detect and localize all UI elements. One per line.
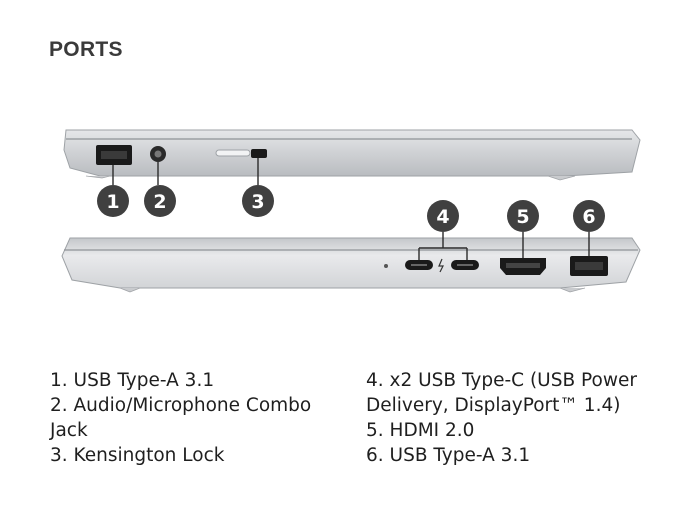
svg-text:4: 4 <box>436 206 449 228</box>
badge-1: 1 <box>97 185 129 217</box>
badge-4: 4 <box>427 200 459 232</box>
legend-item-6: 6. USB Type-A 3.1 <box>366 445 531 466</box>
legend-item-4-continued: Delivery, DisplayPort™ 1.4) <box>366 395 621 416</box>
kensington-lock-icon <box>251 149 267 158</box>
ports-legend-right: 4. x2 USB Type-C (USB Power Delivery, Di… <box>366 368 666 468</box>
page-title: PORTS <box>49 38 123 61</box>
legend-item-1: 1. USB Type-A 3.1 <box>50 370 215 391</box>
svg-text:5: 5 <box>516 206 529 228</box>
laptop-right-side <box>61 237 641 293</box>
badge-6: 6 <box>573 200 605 232</box>
legend-item-2-continued: Jack <box>50 420 88 441</box>
svg-text:6: 6 <box>582 206 595 228</box>
leader-lines <box>112 158 590 260</box>
badge-2: 2 <box>144 185 176 217</box>
thunderbolt-icon <box>438 258 444 273</box>
badge-5: 5 <box>507 200 539 232</box>
legend-item-5: 5. HDMI 2.0 <box>366 420 475 441</box>
svg-text:2: 2 <box>153 191 166 213</box>
legend-item-3: 3. Kensington Lock <box>50 445 225 466</box>
badge-3: 3 <box>242 185 274 217</box>
laptop-left-side <box>63 129 641 181</box>
legend-item-2: 2. Audio/Microphone Combo <box>50 395 312 416</box>
led-indicator <box>384 264 388 268</box>
svg-text:1: 1 <box>106 191 119 213</box>
vent-slot <box>215 149 251 157</box>
svg-text:3: 3 <box>251 191 264 213</box>
legend-item-4: 4. x2 USB Type-C (USB Power <box>366 370 637 391</box>
ports-legend-left: 1. USB Type-A 3.1 2. Audio/Microphone Co… <box>50 368 350 468</box>
